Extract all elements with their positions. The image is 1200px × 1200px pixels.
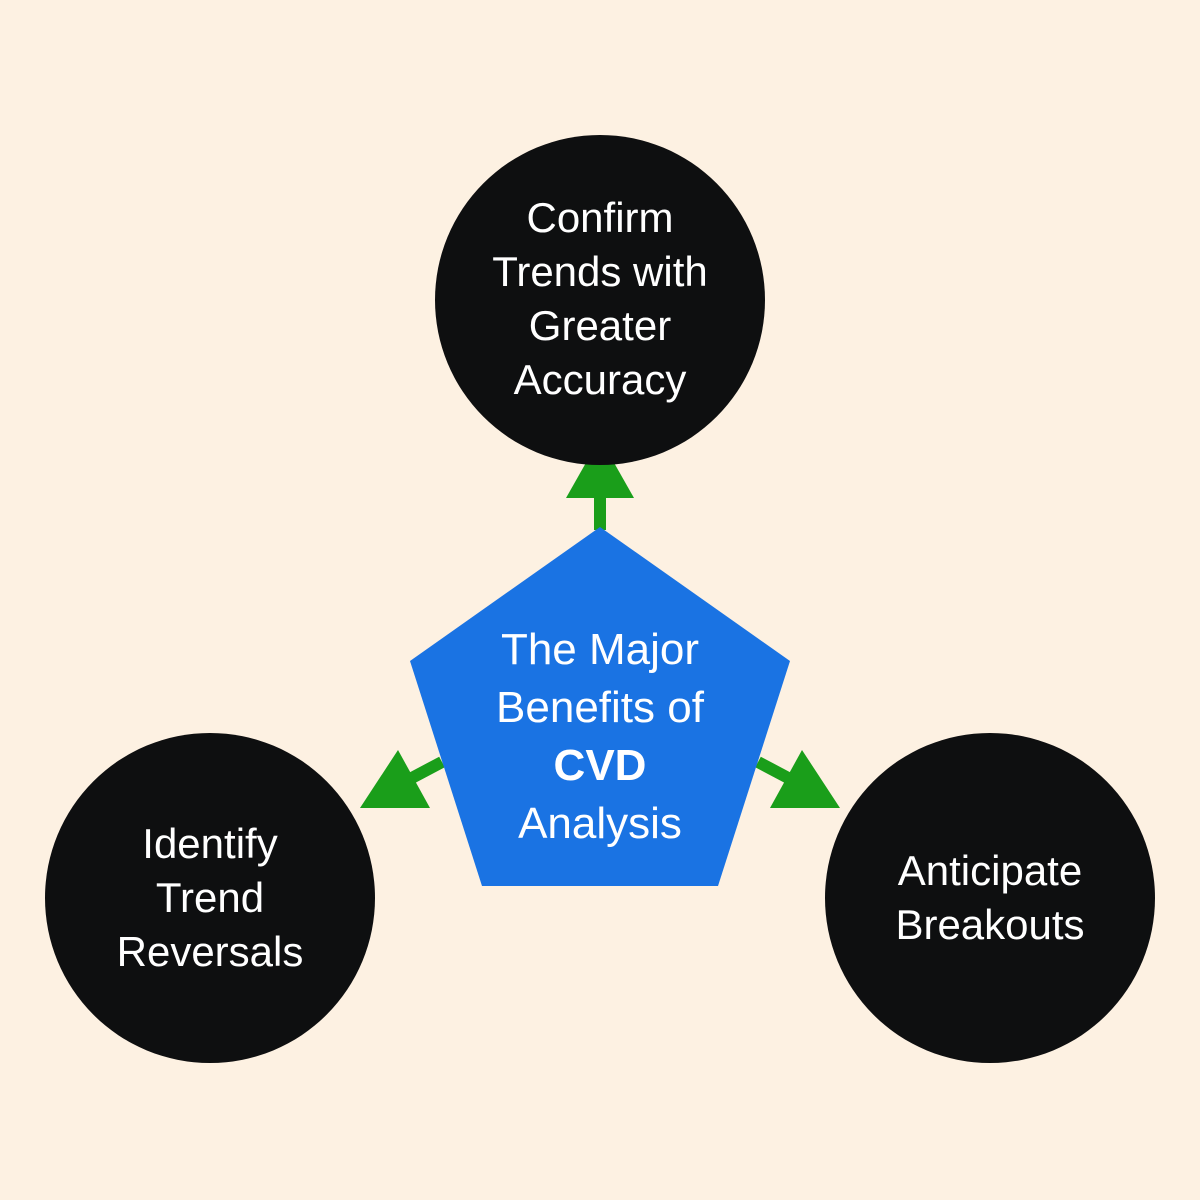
node-left-line-2: Trend — [156, 874, 264, 921]
node-circle-top — [435, 135, 765, 465]
node-circle-right — [825, 733, 1155, 1063]
node-circle-left — [45, 733, 375, 1063]
node-top-line-3: Greater — [529, 302, 671, 349]
node-left-line-3: Reversals — [117, 928, 304, 975]
node-top-line-1: Confirm — [526, 194, 673, 241]
node-left-line-1: Identify — [142, 820, 277, 867]
node-anticipate-breakouts: Anticipate Breakouts — [825, 733, 1155, 1063]
center-title-line-3: CVD — [554, 741, 647, 790]
arrow-to-right — [755, 750, 840, 808]
pentagon-shape — [410, 527, 790, 886]
arrow-to-left — [360, 750, 445, 808]
node-identify-reversals: Identify Trend Reversals — [45, 733, 375, 1063]
node-right-line-2: Breakouts — [895, 901, 1084, 948]
node-top-line-4: Accuracy — [514, 356, 687, 403]
center-pentagon: The Major Benefits of CVD Analysis — [410, 527, 790, 886]
node-confirm-trends: Confirm Trends with Greater Accuracy — [435, 135, 765, 465]
center-title-line-4: Analysis — [518, 799, 682, 848]
node-right-line-1: Anticipate — [898, 847, 1082, 894]
center-title-line-1: The Major — [501, 625, 699, 674]
node-top-line-2: Trends with — [492, 248, 708, 295]
center-title-line-2: Benefits of — [496, 683, 705, 732]
arrow-to-top — [566, 438, 634, 530]
